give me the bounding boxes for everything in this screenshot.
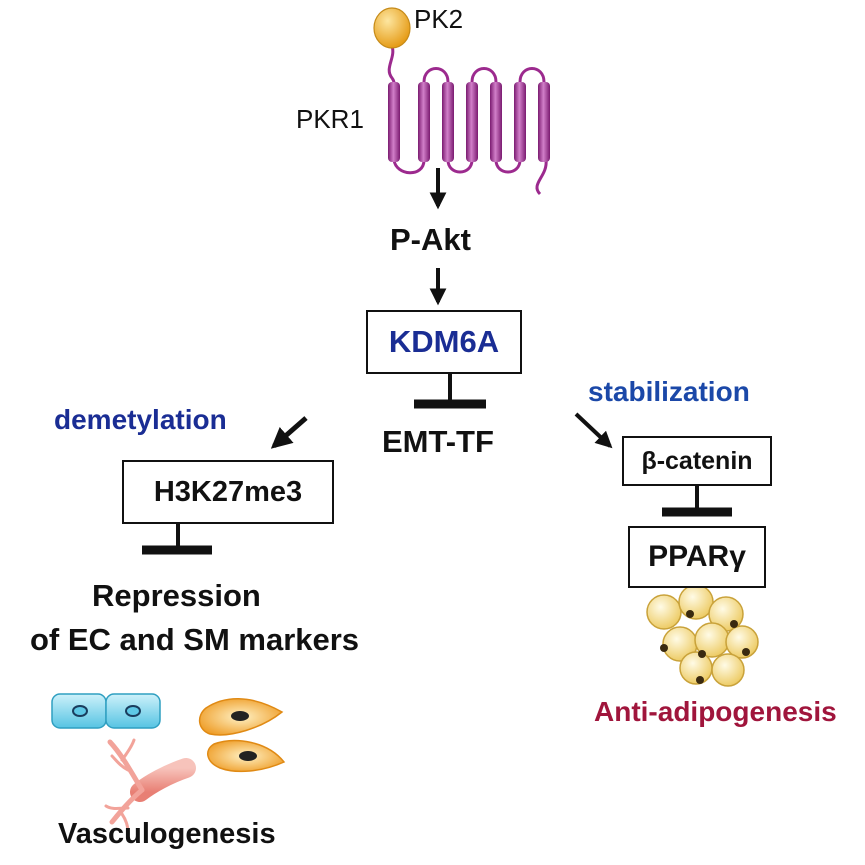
- arrow-stabilization: [574, 412, 613, 449]
- ligand-sphere-icon: [373, 7, 411, 49]
- smooth-muscle-cells-icon: [198, 698, 286, 773]
- ligand-label: PK2: [414, 4, 464, 34]
- blood-vessel-icon: [104, 738, 196, 834]
- endothelial-cells-icon: [51, 693, 161, 729]
- demethylation-label: demetylation: [54, 404, 227, 435]
- h3k27me3-box: H3K27me3: [122, 460, 334, 524]
- inhibition-catenin-ppar: [662, 486, 732, 517]
- anti-adipogenesis-label: Anti-adipogenesis: [594, 696, 837, 727]
- stabilization-label: stabilization: [588, 376, 750, 407]
- adipocyte-cluster-icon: [646, 584, 759, 687]
- emt-tf-label: EMT-TF: [382, 424, 494, 459]
- repression-label-line1: Repression: [92, 578, 261, 613]
- beta-catenin-box: β-catenin: [622, 436, 772, 486]
- inhibition-h3k27-repression: [142, 524, 212, 555]
- ppar-gamma-box: PPARγ: [628, 526, 766, 588]
- repression-label-line2: of EC and SM markers: [30, 622, 360, 657]
- kdm6a-box: KDM6A: [366, 310, 522, 374]
- vasculogenesis-label: Vasculogenesis: [58, 818, 276, 850]
- arrow-demethylation: [270, 416, 308, 449]
- seven-transmembrane-receptor-icon: [387, 45, 550, 196]
- inhibition-kdm6a-emt: [414, 374, 486, 409]
- akt-label: P-Akt: [390, 222, 471, 257]
- receptor-label: PKR1: [296, 104, 364, 134]
